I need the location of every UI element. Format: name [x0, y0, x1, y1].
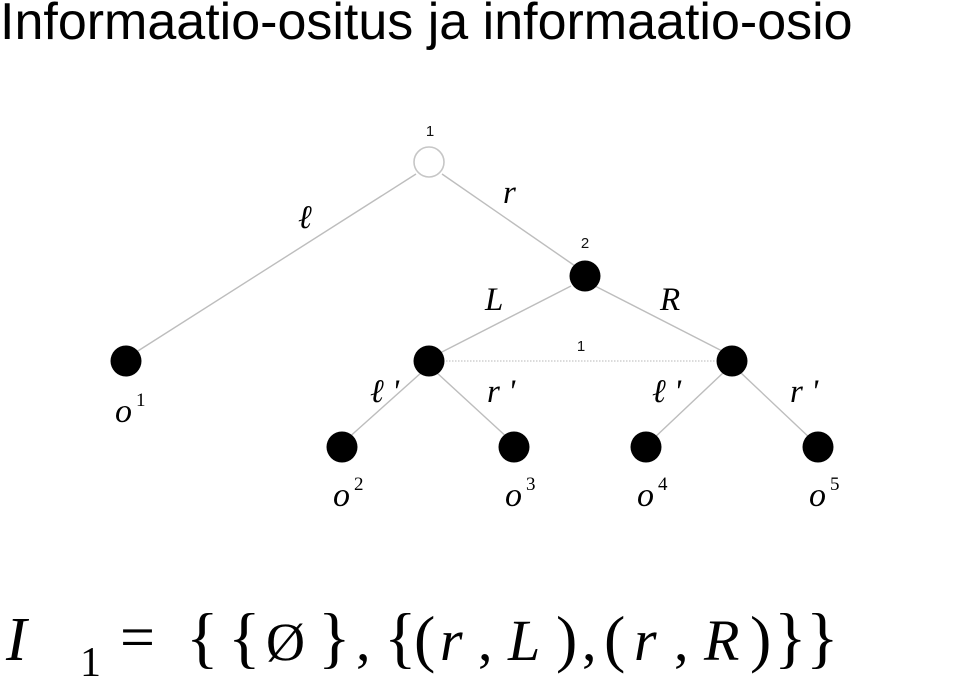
- formula-close-paren-2: ): [750, 603, 771, 674]
- terminal-node-o3: [498, 431, 530, 463]
- formula-pair2-first: r: [634, 608, 657, 673]
- formula-second-close-brace: }: [774, 599, 807, 675]
- player-label-node-2: 2: [581, 235, 589, 252]
- formula-second-open-brace: {: [384, 599, 417, 675]
- decision-node-player-1-right: [716, 345, 748, 377]
- edge-n2-n1a: [437, 285, 572, 355]
- formula-first-open-brace: {: [228, 599, 261, 675]
- terminal-node-o5: [802, 431, 834, 463]
- terminal-node-o1: [110, 345, 142, 377]
- formula-outer-close-brace: }: [806, 599, 839, 675]
- formula-symbol: I: [5, 606, 30, 674]
- formula-close-paren-1: ): [556, 603, 577, 674]
- action-label-r-prime-left: r ': [487, 374, 516, 410]
- edge-root-n2: [441, 173, 579, 269]
- formula-open-paren-2: (: [604, 603, 625, 674]
- terminal-node-o2: [326, 431, 358, 463]
- formula-comma-4: ,: [674, 608, 689, 673]
- formula-comma-1: ,: [356, 608, 371, 673]
- decision-node-player-1-left: [413, 345, 445, 377]
- formula-open-paren-1: (: [414, 603, 435, 674]
- formula-outer-open-brace: {: [186, 599, 219, 675]
- chance-node-root: [413, 146, 445, 178]
- action-label-r-prime-right: r ': [790, 374, 819, 410]
- formula-comma-2: ,: [478, 608, 493, 673]
- action-label-l: ℓ: [298, 200, 312, 236]
- decision-node-player-2: [569, 260, 601, 292]
- formula-subscript: 1: [80, 640, 101, 677]
- edge-root-o1: [129, 173, 417, 357]
- formula-pair1-second: L: [507, 608, 540, 673]
- formula-first-close-brace: }: [318, 599, 351, 675]
- action-label-L: L: [484, 282, 503, 318]
- terminal-node-o4: [630, 431, 662, 463]
- edge-n1a-o3: [435, 371, 511, 441]
- information-set-label: 1: [577, 338, 585, 355]
- formula-equals: =: [120, 604, 155, 672]
- formula-pair1-first: r: [440, 608, 463, 673]
- edge-n1a-o2: [345, 371, 423, 441]
- edge-n2-n1b: [594, 285, 729, 355]
- formula-empty-set: Ø: [266, 612, 305, 672]
- action-label-R: R: [659, 282, 680, 318]
- action-label-l-prime-right: ℓ ': [652, 374, 682, 410]
- formula-pair2-second: R: [703, 608, 739, 673]
- action-label-l-prime-left: ℓ ': [370, 374, 400, 410]
- formula-comma-3: ,: [582, 608, 597, 673]
- information-partition-formula: I 1 = { { Ø } , { ( r , L ) , ( r , R ) …: [5, 599, 839, 677]
- page-title: Informaatio-ositus ja informaatio-osio: [0, 0, 853, 51]
- action-label-r: r: [503, 175, 516, 211]
- edge-n1b-o4: [651, 371, 725, 441]
- player-label-root: 1: [426, 123, 434, 140]
- edge-n1b-o5: [739, 371, 813, 441]
